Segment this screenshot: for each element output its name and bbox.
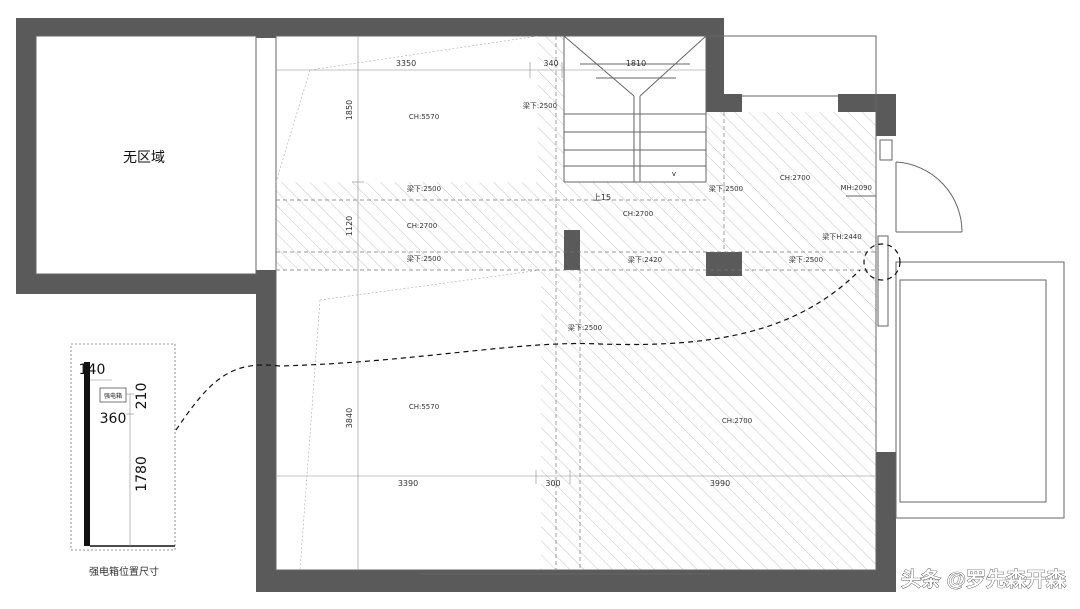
walls [16, 18, 896, 592]
ch-stair-landing: CH:2700 [623, 210, 653, 218]
electrical-box-inset: 强电箱 140 210 360 1780 [70, 343, 176, 551]
inset-dim-210: 210 [134, 383, 150, 410]
entry-door [846, 139, 963, 233]
dim-3840: 3840 [345, 408, 354, 428]
beam-label: 梁下:2420 [628, 255, 662, 264]
beam-label: 梁下:2500 [709, 184, 743, 193]
beam-label: 梁下:2500 [523, 101, 557, 110]
dim-300: 300 [545, 479, 560, 488]
dim-1120: 1120 [345, 216, 354, 236]
beam-label: 梁下:2500 [407, 184, 441, 193]
beam-lines [276, 36, 876, 570]
dimension-lines [276, 36, 876, 570]
beam-label: 梁下:2500 [568, 323, 602, 332]
inner-lines [35, 35, 1065, 575]
dim-1810: 1810 [626, 59, 646, 68]
dim-3350: 3350 [396, 59, 416, 68]
ch-upper-right: CH:2700 [780, 174, 810, 182]
door-height-label: MH:2090 [841, 184, 872, 192]
no-area-label: 无区域 [123, 150, 165, 166]
electrical-box-label: 强电箱 [104, 392, 122, 400]
inset-caption: 强电箱位置尺寸 [89, 565, 159, 578]
inset-dim-140: 140 [79, 362, 106, 378]
staircase [563, 35, 707, 183]
dim-340: 340 [543, 59, 558, 68]
inset-dim-1780: 1780 [134, 456, 150, 492]
dim-1850: 1850 [345, 100, 354, 120]
beam-label: 梁下H:2440 [822, 232, 861, 241]
dim-3390: 3390 [398, 479, 418, 488]
stair-up-label: 上15 [593, 193, 611, 202]
cable-route [175, 243, 901, 431]
ch-upper-left: CH:5570 [409, 113, 439, 121]
hatched-zones [276, 36, 877, 570]
ch-lower-left: CH:5570 [409, 403, 439, 411]
ch-lower-right: CH:2700 [722, 417, 752, 425]
stair-arrow: v [672, 170, 676, 178]
beam-label: 梁下:2500 [789, 255, 823, 264]
inset-dim-360: 360 [100, 411, 127, 427]
guide-lines [275, 35, 542, 571]
watermark: 头条 @罗先森开森 [901, 567, 1067, 591]
beam-label: 梁下:2500 [407, 254, 441, 263]
dim-3990: 3990 [710, 479, 730, 488]
ch-band-left: CH:2700 [407, 222, 437, 230]
